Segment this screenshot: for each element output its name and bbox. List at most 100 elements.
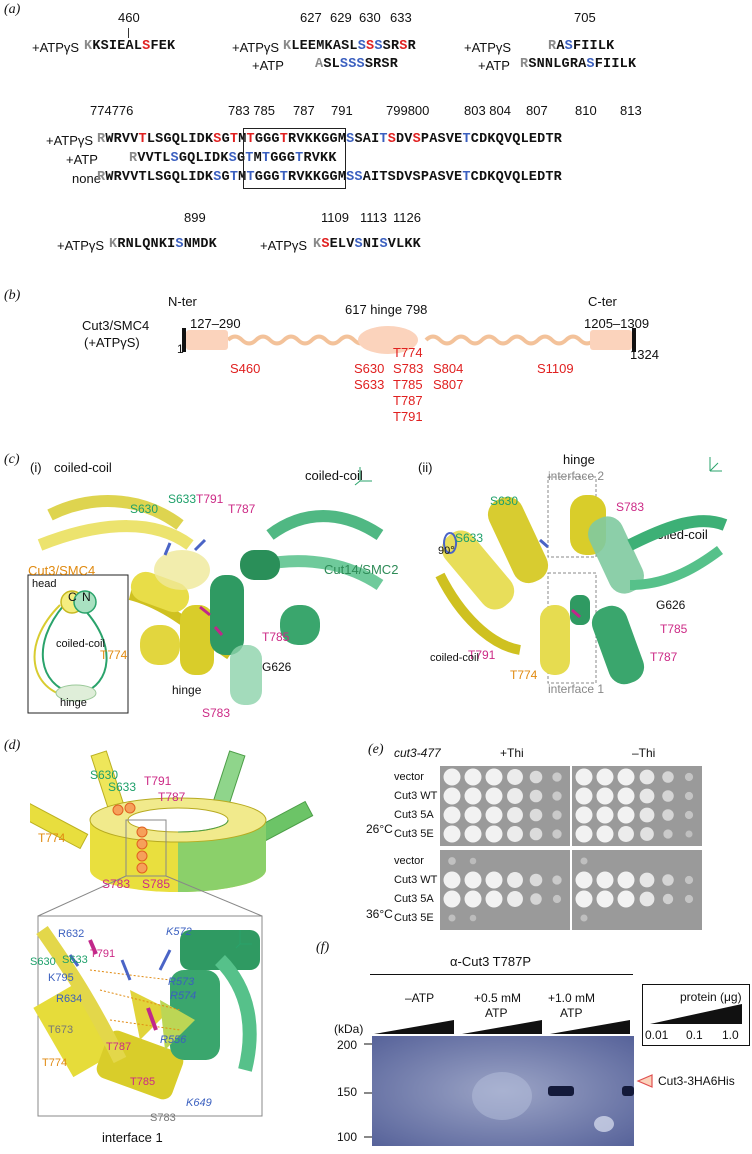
site-S807: S807 (433, 377, 464, 392)
condition-label: +ATPγS (57, 238, 105, 253)
site-S804: S804 (433, 361, 464, 376)
residue-segment: WRVV (105, 132, 139, 147)
residue-segment: R (548, 39, 557, 54)
site-number-705: 705 (574, 10, 596, 25)
yeast-colony-spot (507, 788, 523, 804)
rotation-label: 90° (438, 545, 455, 557)
site-T785: T785 (393, 377, 423, 392)
residue-S633: S633 (62, 954, 88, 966)
residue-G626: G626 (656, 598, 686, 612)
residue-segment: T (462, 132, 471, 147)
residue-R634: R634 (56, 993, 83, 1005)
protein-legend-box (642, 984, 750, 1046)
residue-segment: G (236, 151, 246, 166)
condition-label: none (72, 171, 101, 186)
residue-T785: T785 (262, 630, 290, 644)
yeast-colony-spot (684, 791, 694, 801)
residue-segment: S (228, 151, 237, 166)
residue-S783: S783 (202, 706, 231, 720)
yeast-colony-spot (684, 875, 694, 885)
yeast-colony-spot (469, 914, 477, 922)
residue-K649: K649 (186, 1097, 212, 1109)
hinge-domain-label: 617 hinge 798 (345, 302, 428, 317)
residue-T791: T791 (144, 774, 172, 788)
residue-segment: R (97, 170, 106, 185)
residue-segment: R (129, 151, 138, 166)
residue-segment: FEK (150, 39, 176, 54)
site-T791: T791 (393, 409, 423, 424)
site-S460: S460 (230, 361, 261, 376)
hinge-motif-box (243, 128, 346, 189)
subpanel-label-ii: (ii) (418, 460, 433, 475)
residue-R632: R632 (58, 928, 85, 940)
strain-row-label: Cut3 5A (394, 893, 434, 905)
yeast-colony-spot (507, 807, 523, 823)
yeast-colony-spot (580, 914, 588, 922)
c-terminus-label: C-ter (588, 294, 617, 309)
yeast-colony-spot (617, 890, 635, 908)
yeast-colony-spot (464, 890, 482, 908)
minus-thi-label: –Thi (632, 746, 656, 760)
strain-row-label: Cut3 5A (394, 809, 434, 821)
n-domain-range: 127–290 (190, 316, 241, 331)
residue-segment: LEEMKASL (291, 39, 358, 54)
yeast-colony-spot (529, 808, 543, 822)
residue-segment: S (142, 39, 151, 54)
yeast-colony-spot (552, 772, 562, 782)
lane-label-2: +0.5 mM (474, 991, 522, 1005)
yeast-colony-spot (684, 810, 694, 820)
yeast-colony-spot (639, 769, 655, 785)
yeast-colony-spot (618, 826, 634, 842)
hinge-label: hinge (172, 683, 202, 697)
legend-title: protein (μg) (680, 990, 742, 1004)
yeast-colony-spot (443, 787, 461, 805)
yeast-colony-spot (529, 789, 543, 803)
residue-segment: VVT (137, 151, 163, 166)
residue-segment: T (246, 170, 255, 185)
residue-K795: K795 (48, 972, 74, 984)
coiled-coil-label: coiled-coil (430, 652, 479, 664)
residue-T787: T787 (158, 790, 186, 804)
residue-segment: S (586, 57, 595, 72)
residue-segment: K (313, 237, 322, 252)
residue-segment: E (454, 132, 463, 147)
residue-segment: S (412, 132, 421, 147)
site-number-1126: 1126 (393, 210, 421, 225)
residue-S630: S630 (30, 956, 56, 968)
coiled-coil-label: coiled-coil (56, 638, 105, 650)
residue-S783: S783 (102, 877, 131, 891)
residue-segment: R (520, 57, 529, 72)
legend-tick-3: 1.0 (722, 1028, 739, 1042)
site-number-460: 460 (118, 10, 140, 25)
residue-segment: NI (362, 237, 380, 252)
peptide-seq-row1-3a: RASFIILK (548, 39, 614, 54)
c-domain-range: 1205–1309 (584, 316, 650, 331)
residue-segment: GGG (254, 170, 280, 185)
yeast-colony-spot (552, 829, 562, 839)
yeast-colony-spot (443, 768, 461, 786)
residue-segment: SSS (339, 57, 365, 72)
residue-R574: R574 (170, 990, 197, 1002)
residue-segment: A (315, 57, 324, 72)
condition-label: +ATP (66, 152, 98, 167)
panel-label-b: (b) (4, 288, 21, 303)
strain-label: cut3-477 (394, 746, 441, 760)
yeast-colony-spot (552, 791, 562, 801)
residue-segment: LSGQLIDK (146, 132, 214, 147)
yeast-colony-spot (443, 890, 461, 908)
residue-R556: R556 (160, 1034, 187, 1046)
strain-row-label: vector (394, 771, 424, 783)
site-number-799-800: 799800 (386, 103, 430, 118)
yeast-colony-spot (552, 894, 562, 904)
residue-segment: DV (396, 132, 413, 147)
residue-segment: R (97, 132, 106, 147)
residue-T774: T774 (510, 668, 538, 682)
coiled-coil-label: coiled-coil (305, 468, 363, 483)
panel-label-a: (a) (4, 2, 21, 17)
condition-label: +ATP (478, 58, 510, 73)
panel-label-d: (d) (4, 738, 21, 753)
yeast-colony-spot (596, 890, 614, 908)
site-number-803-804: 803 804 (464, 103, 511, 118)
yeast-colony-spot (507, 826, 523, 842)
peptide-seq-row3-2: KSELVSNISVLKK (313, 237, 421, 252)
